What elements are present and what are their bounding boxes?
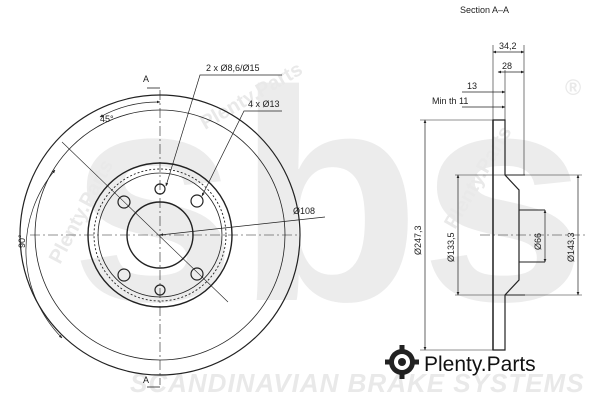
watermark-brand: sbs <box>70 28 587 364</box>
disc-front-view: A A 45° 90° 2 x Ø8,6/Ø15 4 x Ø13 Ø108 <box>17 63 326 388</box>
angle-45-arc <box>99 100 161 118</box>
gear-icon <box>385 345 419 379</box>
dim-34-2: 34,2 <box>499 41 517 51</box>
diagonal-45 <box>61 141 229 303</box>
watermark-footer-text: SCANDINAVIAN BRAKE SYSTEMS <box>130 368 585 398</box>
mount-hole-bottom-right <box>190 267 204 281</box>
mount-hole-top-left <box>117 195 131 209</box>
section-marker-bottom: A <box>143 375 149 385</box>
min-th: Min th 11 <box>432 96 468 106</box>
logo-text: Plenty.Parts <box>424 353 536 376</box>
dim-13: 13 <box>467 81 477 91</box>
mount-hole-top-right <box>190 194 204 208</box>
label-mount-holes: 4 x Ø13 <box>248 99 280 109</box>
mount-hole-bottom-left <box>117 268 131 282</box>
angle-45-label: 45° <box>100 114 114 124</box>
section-marker-top: A <box>143 74 149 84</box>
dia-66: Ø66 <box>533 233 543 250</box>
label-bolt-holes: 2 x Ø8,6/Ø15 <box>206 63 260 73</box>
logo: Plenty.Parts <box>385 345 536 379</box>
label-pcd: Ø108 <box>293 206 315 216</box>
section-view: Section A–A 34,2 28 13 Min th 11 Ø247,3 … <box>413 5 585 351</box>
section-title: Section A–A <box>460 5 509 15</box>
angle-90-arc <box>25 169 63 339</box>
section-outline <box>492 119 520 351</box>
dia-143-3: Ø143,3 <box>566 232 576 262</box>
leader-pcd <box>159 216 326 237</box>
leader-bolt-holes <box>165 74 282 187</box>
dia-133-5: Ø133,5 <box>446 232 456 262</box>
watermark-registered-mark: ® <box>565 75 581 100</box>
dim-28: 28 <box>502 61 512 71</box>
hat-outer-dashed <box>93 168 227 302</box>
leader-mount-holes <box>201 110 282 197</box>
dia-247-3: Ø247,3 <box>413 225 423 255</box>
watermark: sbs ® Plenty.Parts Plenty.Parts Plenty.P… <box>45 28 587 398</box>
angle-90-label: 90° <box>17 234 27 248</box>
